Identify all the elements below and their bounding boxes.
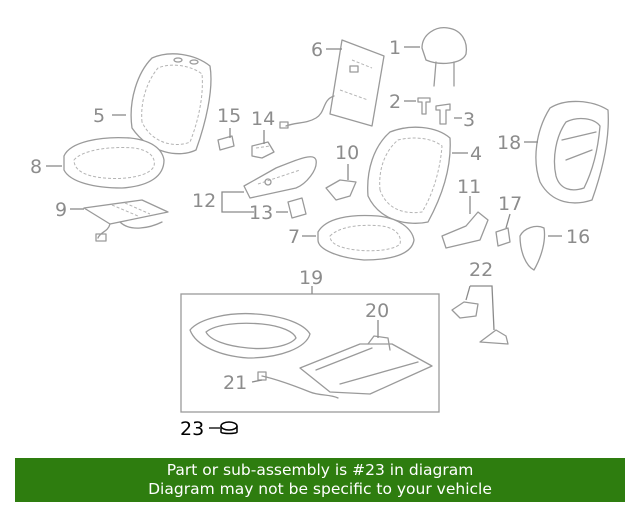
part-1-headrest xyxy=(421,27,468,87)
callout-16: 16 xyxy=(566,226,590,248)
callout-5: 5 xyxy=(93,105,105,127)
leader-lines xyxy=(46,46,562,429)
callout-11: 11 xyxy=(457,176,481,198)
part-17-clip xyxy=(495,227,511,247)
part-19-assembly-box xyxy=(180,293,440,413)
info-banner: Part or sub-assembly is #23 in diagram D… xyxy=(15,458,625,502)
callout-21: 21 xyxy=(223,372,247,394)
callout-3: 3 xyxy=(463,109,475,131)
callout-4: 4 xyxy=(470,143,482,165)
part-9-heater-pad xyxy=(83,199,169,242)
callout-14: 14 xyxy=(251,108,275,130)
banner-line-2: Diagram may not be specific to your vehi… xyxy=(148,480,492,498)
part-5-seatback-cover xyxy=(130,53,212,155)
callout-13: 13 xyxy=(249,202,273,224)
callout-7: 7 xyxy=(288,226,300,248)
callout-9: 9 xyxy=(55,199,67,221)
callout-2: 2 xyxy=(389,91,401,113)
callout-10: 10 xyxy=(335,142,359,164)
part-2-headrest-guide xyxy=(417,97,431,115)
callout-labels: 1 2 3 4 5 6 7 8 9 10 11 12 13 14 15 16 1… xyxy=(30,37,590,440)
part-14-connector xyxy=(251,141,275,159)
callout-22: 22 xyxy=(469,259,493,281)
callout-17: 17 xyxy=(498,193,522,215)
part-4-seatback-pad xyxy=(367,126,451,224)
part-23-grommet xyxy=(220,421,238,435)
part-12-side-shield xyxy=(243,156,317,199)
part-22-covers xyxy=(451,301,509,345)
part-6-back-heater-pad xyxy=(279,39,385,129)
part-11-bracket xyxy=(441,211,489,249)
part-16-trim-cover xyxy=(519,225,546,271)
banner-line-1: Part or sub-assembly is #23 in diagram xyxy=(166,461,474,479)
callout-6: 6 xyxy=(311,39,323,61)
callout-12: 12 xyxy=(192,190,216,212)
callout-1: 1 xyxy=(389,37,401,59)
part-18-seatback-frame xyxy=(535,100,609,204)
part-10-bracket xyxy=(325,179,357,201)
part-15-clip xyxy=(217,135,235,151)
callout-15: 15 xyxy=(217,105,241,127)
callout-19: 19 xyxy=(299,267,323,289)
part-7-cushion-pad xyxy=(317,214,415,261)
callout-18: 18 xyxy=(497,132,521,154)
callout-23: 23 xyxy=(180,418,204,440)
callout-8: 8 xyxy=(30,156,42,178)
part-13-bracket xyxy=(287,197,307,219)
callout-20: 20 xyxy=(365,300,389,322)
part-8-cushion-cover xyxy=(63,136,165,189)
part-3-headrest-guide xyxy=(435,103,451,125)
